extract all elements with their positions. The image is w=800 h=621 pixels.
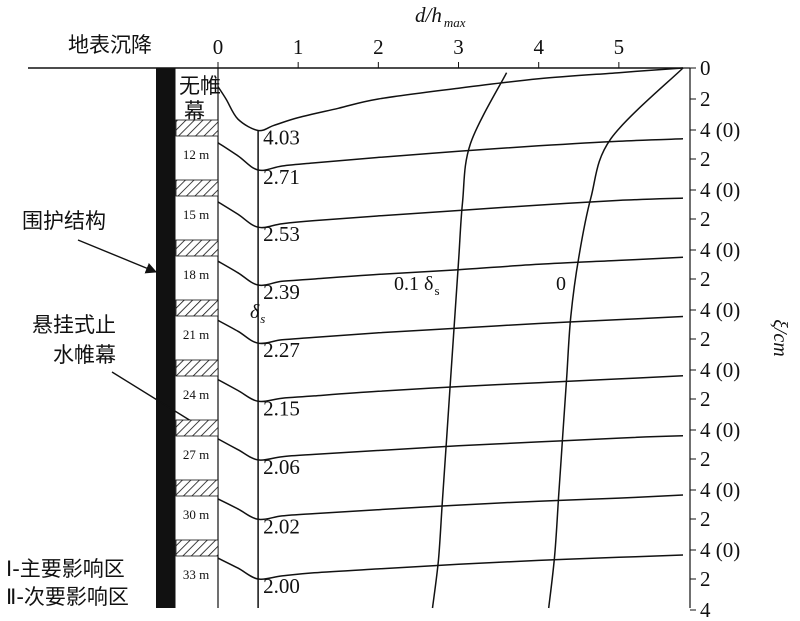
curtain-depth-label: 21 m	[183, 327, 209, 342]
curtain-block	[175, 539, 219, 557]
x-tick-label: 2	[373, 35, 384, 59]
y-tick-label: 2	[700, 87, 711, 111]
curtain-depth-label: 12 m	[183, 147, 209, 162]
y-tick-label: 4 (0)	[700, 418, 740, 442]
legend-line1: Ⅰ-主要影响区	[6, 557, 125, 581]
y-tick-label: 2	[700, 267, 711, 291]
legend-line2: Ⅱ-次要影响区	[6, 585, 129, 609]
peak-value-label: 2.06	[263, 455, 300, 479]
settlement-curve	[217, 494, 684, 521]
y-tick-label: 4 (0)	[700, 298, 740, 322]
contour-01-label: 0.1 δs	[394, 273, 440, 298]
curtain-block	[175, 179, 219, 197]
settlement-curve	[217, 315, 684, 345]
y-tick-label: 2	[700, 507, 711, 531]
y-tick-label: 4 (0)	[700, 478, 740, 502]
peak-value-label: 2.71	[263, 165, 300, 189]
y-tick-label: 4 (0)	[700, 238, 740, 262]
left-label: 地表沉降	[68, 33, 152, 57]
curtain-depth-label: 27 m	[183, 447, 209, 462]
x-tick-label: 4	[533, 35, 544, 59]
curtain-depth-label: 30 m	[183, 507, 209, 522]
y-tick-label: 4 (0)	[700, 358, 740, 382]
wall-label: 围护结构	[22, 209, 106, 233]
y-tick-label: 4 (0)	[700, 118, 740, 142]
settlement-curve	[217, 256, 684, 287]
y-tick-label: 4 (0)	[700, 178, 740, 202]
y-tick-label: 2	[700, 207, 711, 231]
x-tick-label: 1	[293, 35, 304, 59]
curtain-block	[175, 239, 219, 257]
y-tick-label: 4	[700, 598, 711, 621]
settlement-curve	[217, 554, 684, 581]
y-tick-label: 0	[700, 56, 711, 80]
delta-s-label: δs	[250, 301, 265, 326]
curtain-depth-label: 15 m	[183, 207, 209, 222]
wall-arrow	[77, 239, 158, 274]
curtain-label-line1: 悬挂式止	[32, 313, 116, 337]
y-tick-label: 2	[700, 387, 711, 411]
contour-line	[431, 72, 508, 609]
settlement-curve	[217, 138, 684, 172]
curtain-depth-label: 24 m	[183, 387, 209, 402]
peak-value-label: 2.39	[263, 280, 300, 304]
curtain-depth-label: 33 m	[183, 567, 209, 582]
x-tick-label: 5	[614, 35, 625, 59]
peak-value-label: 2.53	[263, 222, 300, 246]
curtain-block	[175, 119, 219, 137]
settlement-curve	[217, 67, 684, 132]
no-curtain-label-line2: 幕	[184, 99, 205, 123]
y-tick-label: 2	[700, 567, 711, 591]
settlement-curve	[217, 197, 684, 229]
y-tick-label: 2	[700, 447, 711, 471]
curtain-block	[175, 299, 219, 317]
peak-value-label: 4.03	[263, 125, 300, 149]
curtain-depth-label: 18 m	[183, 267, 209, 282]
curtain-block	[175, 359, 219, 377]
peak-value-label: 2.00	[263, 574, 300, 598]
peak-value-label: 2.15	[263, 396, 300, 420]
no-curtain-label-line1: 无帷	[179, 74, 221, 98]
y-tick-label: 4 (0)	[700, 538, 740, 562]
x-tick-label: 0	[213, 35, 224, 59]
settlement-curve	[217, 435, 684, 461]
curtain-block	[175, 419, 219, 437]
peak-value-label: 2.02	[263, 514, 300, 538]
y-tick-label: 2	[700, 147, 711, 171]
peak-value-label: 2.27	[263, 338, 300, 362]
y-tick-label: 2	[700, 327, 711, 351]
y-axis-title: ξ/cm	[769, 319, 791, 356]
curtain-label-line2: 水帷幕	[53, 343, 116, 367]
contour-line	[547, 67, 684, 609]
settlement-curve	[217, 375, 684, 403]
retaining-wall	[156, 68, 175, 608]
curtain-block	[175, 479, 219, 497]
contour-0-label: 0	[556, 273, 566, 295]
x-tick-label: 3	[453, 35, 464, 59]
